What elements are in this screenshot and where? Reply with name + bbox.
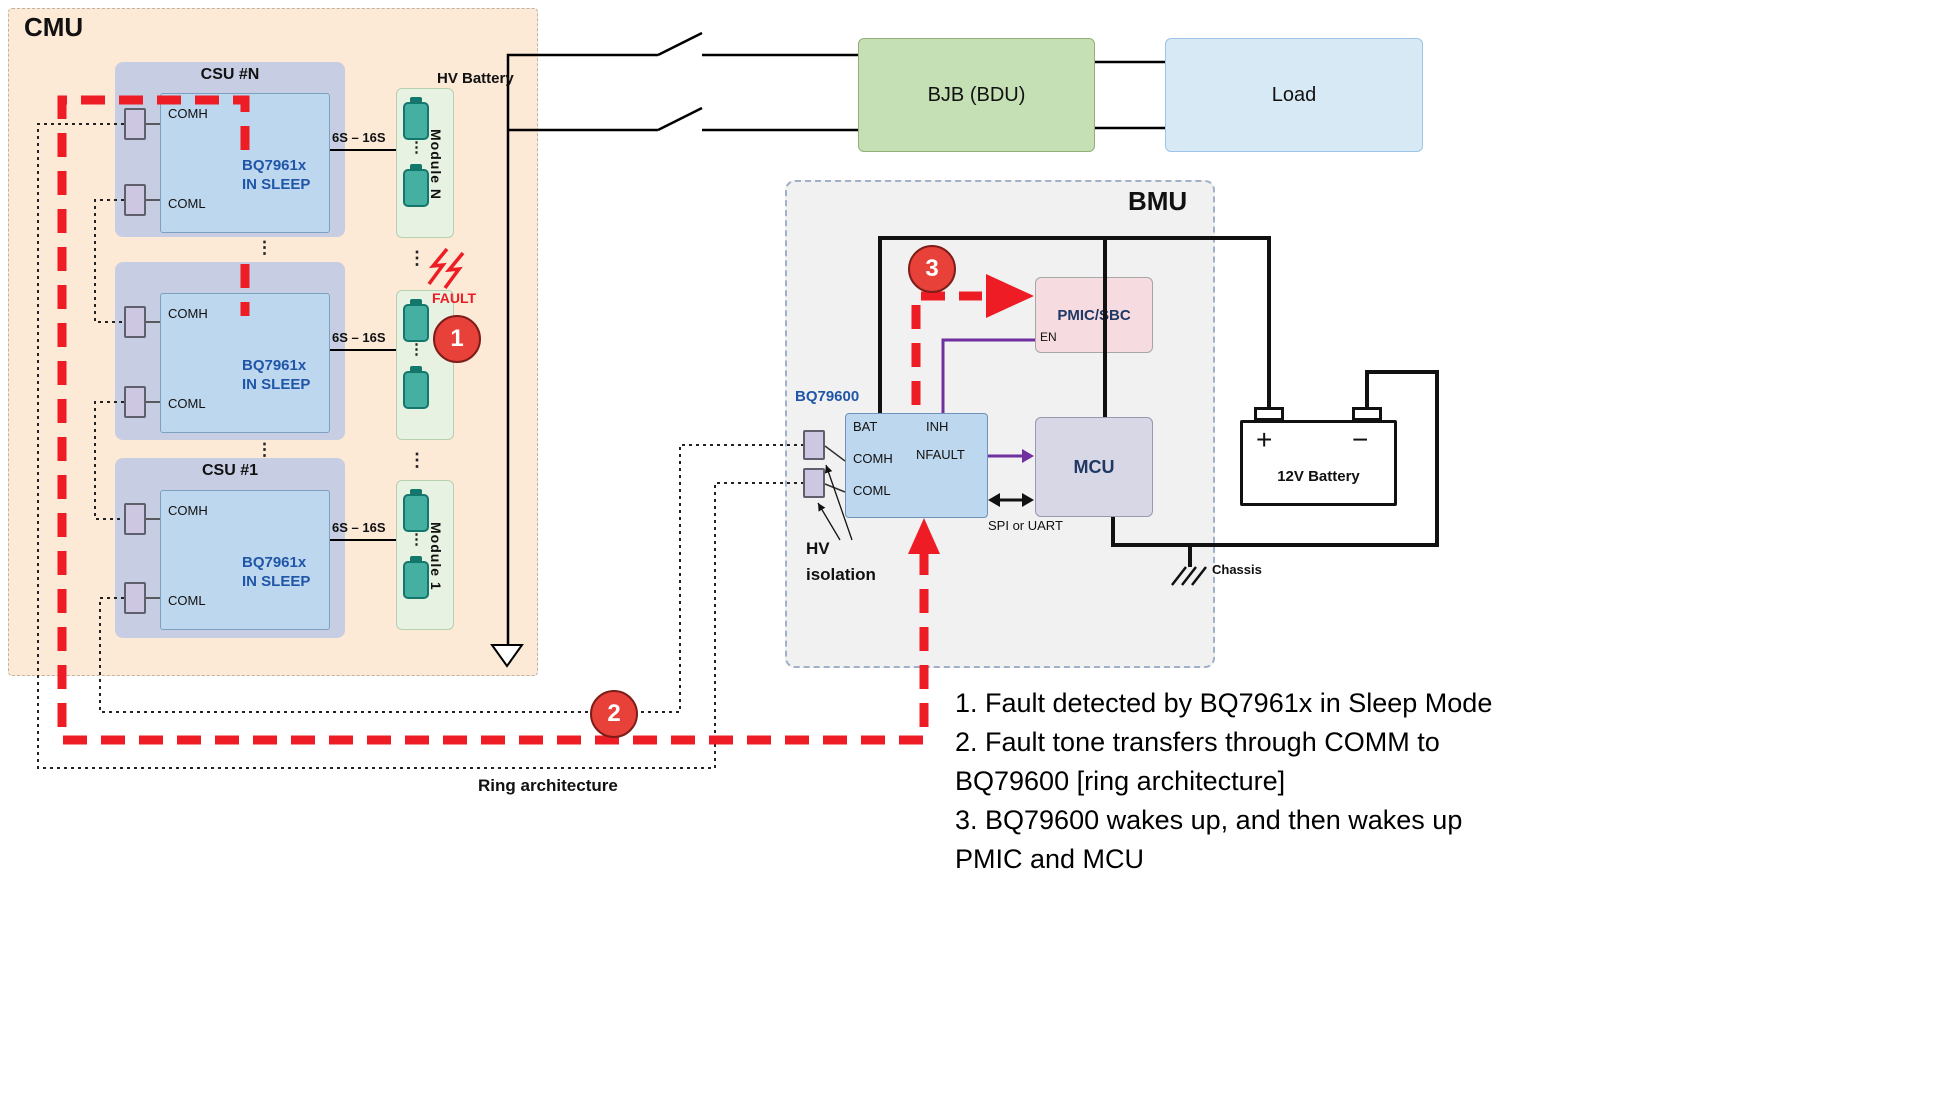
step-badge-3: 3 xyxy=(908,245,956,293)
step-badge-2: 2 xyxy=(590,690,638,738)
bjb-label: BJB (BDU) xyxy=(927,83,1026,106)
csu-n-title: CSU #N xyxy=(200,66,260,83)
hv-isolation-line2: isolation xyxy=(806,565,876,584)
ellipsis-dots: ⋮ xyxy=(408,450,426,470)
note-line-5: PMIC and MCU xyxy=(955,844,1145,874)
chip-name-label: BQ7961x IN SLEEP xyxy=(242,356,310,394)
note-line-1: 1. Fault detected by BQ7961x in Sleep Mo… xyxy=(955,688,1493,718)
bmu-title: BMU xyxy=(1128,186,1188,216)
chip-name-line1: BQ7961x xyxy=(242,157,307,174)
spi-uart-label: SPI or UART xyxy=(988,518,1063,533)
ellipsis-dots: ⋮ xyxy=(256,440,273,459)
nfault-pin-label: NFAULT xyxy=(916,447,965,462)
chip-name-line2: IN SLEEP xyxy=(242,176,311,193)
minus-symbol: − xyxy=(1352,424,1369,455)
hv-battery-label: HV Battery xyxy=(437,70,514,87)
note-line-2: 2. Fault tone transfers through COMM to xyxy=(955,727,1440,757)
module-n-label: Module N xyxy=(428,128,444,200)
coml-pin-label: COML xyxy=(168,196,206,211)
ellipsis-dots: ⋮ xyxy=(409,531,424,548)
chip-name-label: BQ7961x IN SLEEP xyxy=(242,156,310,194)
load-block: Load xyxy=(1165,38,1423,152)
hv-isolation-line1: HV xyxy=(806,539,830,558)
bq79600-label: BQ79600 xyxy=(795,388,860,405)
ellipsis-dots: ⋮ xyxy=(256,238,273,257)
comh-pin-label: COMH xyxy=(168,306,208,321)
ellipsis-dots: ⋮ xyxy=(408,248,426,268)
fault-label: FAULT xyxy=(432,290,477,306)
chip-name-label: BQ7961x IN SLEEP xyxy=(242,553,310,591)
bat-pin-label: BAT xyxy=(853,419,878,434)
coml-pin-label: COML xyxy=(168,593,206,608)
note-line-4: 3. BQ79600 wakes up, and then wakes up xyxy=(955,805,1463,835)
ellipsis-dots: ⋮ xyxy=(409,341,424,358)
chassis-label: Chassis xyxy=(1212,562,1262,577)
ellipsis-dots: ⋮ xyxy=(409,139,424,156)
en-pin-label: EN xyxy=(1040,330,1057,344)
battery-12v-label: 12V Battery xyxy=(1277,468,1360,485)
chip-name-line2: IN SLEEP xyxy=(242,376,311,393)
bus-label-6s16s: 6S – 16S xyxy=(332,130,386,145)
comh-pin-label: COMH xyxy=(853,451,893,466)
csu-1-title: CSU #1 xyxy=(201,462,259,479)
chip-name-line1: BQ7961x xyxy=(242,554,307,571)
coml-pin-label: COML xyxy=(853,483,891,498)
load-label: Load xyxy=(1271,83,1317,106)
bus-label-6s16s: 6S – 16S xyxy=(332,520,386,535)
module-1-label: Module 1 xyxy=(428,521,444,591)
coml-pin-label: COML xyxy=(168,396,206,411)
step-badge-1: 1 xyxy=(433,315,481,363)
bus-label-6s16s: 6S – 16S xyxy=(332,330,386,345)
comh-pin-label: COMH xyxy=(168,503,208,518)
chip-name-line1: BQ7961x xyxy=(242,357,307,374)
comh-pin-label: COMH xyxy=(168,106,208,121)
step-notes: 1. Fault detected by BQ7961x in Sleep Mo… xyxy=(955,684,1492,879)
mcu-label: MCU xyxy=(1073,456,1115,477)
cmu-title: CMU xyxy=(24,12,84,42)
plus-symbol: + xyxy=(1256,424,1273,455)
hv-isolation-label: HV isolation xyxy=(806,536,876,588)
inh-pin-label: INH xyxy=(926,419,949,434)
note-line-3: BQ79600 [ring architecture] xyxy=(955,766,1286,796)
chip-name-line2: IN SLEEP xyxy=(242,573,311,590)
ring-architecture-label: Ring architecture xyxy=(478,776,618,795)
